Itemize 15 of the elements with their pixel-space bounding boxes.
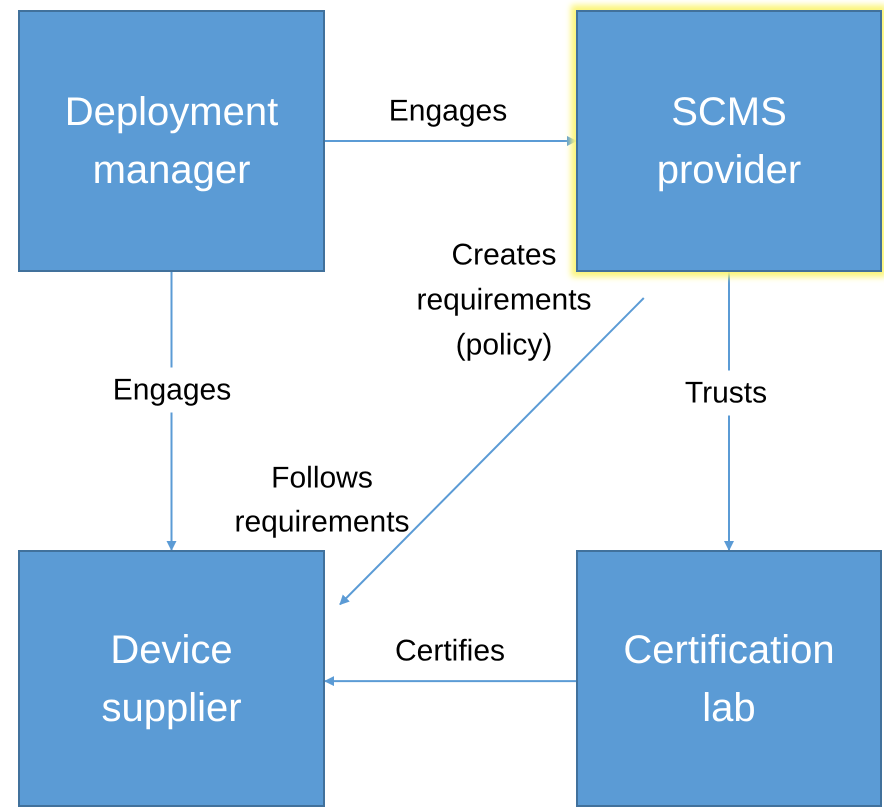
edge-label: Engages xyxy=(112,368,232,412)
process-box xyxy=(576,550,882,807)
edge-label: Trusts xyxy=(684,370,768,416)
arrow xyxy=(325,136,577,146)
node-label: SCMS provider xyxy=(656,89,802,194)
node-label: Deployment manager xyxy=(64,89,280,194)
edge-label: Creates requirements (policy) xyxy=(415,238,593,364)
arrow xyxy=(324,676,576,686)
arrow xyxy=(339,297,644,606)
node-label: Device supplier xyxy=(100,626,243,732)
process-box xyxy=(576,10,882,272)
note-text: Follows requirements xyxy=(233,460,411,540)
process-box xyxy=(18,10,325,272)
node-label: Certification lab xyxy=(622,626,836,732)
process-box xyxy=(18,550,325,807)
